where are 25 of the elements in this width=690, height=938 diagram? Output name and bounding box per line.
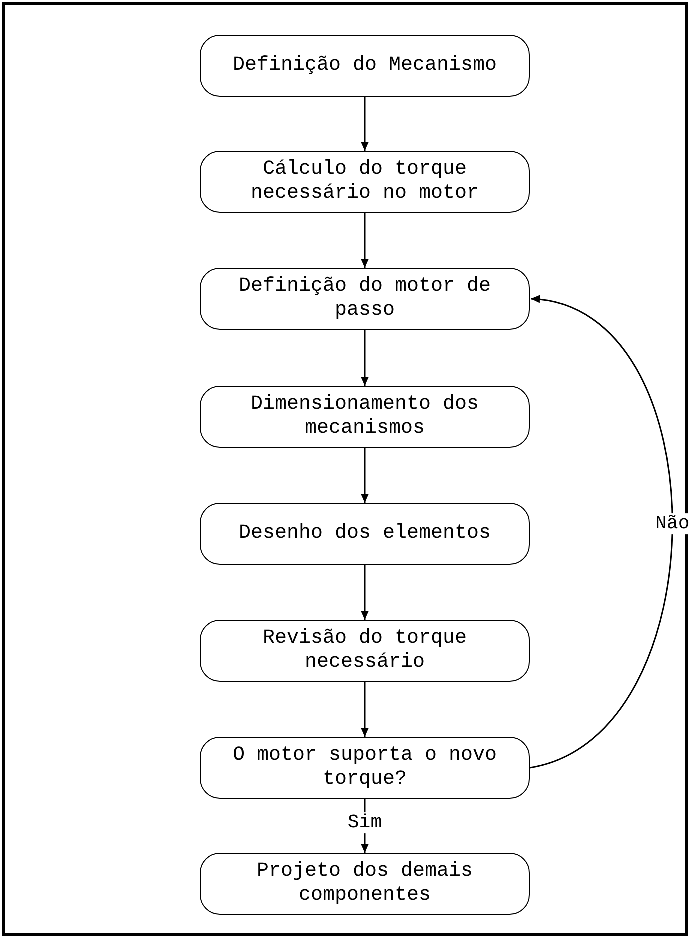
box-text: Definição do Mecanismo [232,54,498,78]
process-box [200,268,530,330]
box-text: Cálculo do torque necessário no motor [250,158,480,206]
process-box [200,503,530,565]
arrow [361,213,369,268]
arrow [361,565,369,620]
process-box [200,737,530,799]
process-box [200,386,530,448]
edge-label: Não [654,514,690,535]
arrow [361,97,369,151]
process-box [200,620,530,682]
arrow [361,448,369,503]
process-box [200,35,530,97]
box-text: Revisão do torque necessário [262,627,468,675]
arrow [530,297,674,769]
edge-label: Sim [346,812,384,834]
arrow [361,330,369,386]
arrow [361,682,369,737]
process-box [200,853,530,915]
box-text: Definição do motor de passo [238,275,492,323]
box-text: O motor suporta o novo torque? [232,744,498,792]
box-text: Projeto dos demais componentes [256,860,474,908]
process-box [200,151,530,213]
box-text: Desenho dos elementos [238,522,492,546]
box-text: Dimensionamento dos mecanismos [250,393,480,441]
